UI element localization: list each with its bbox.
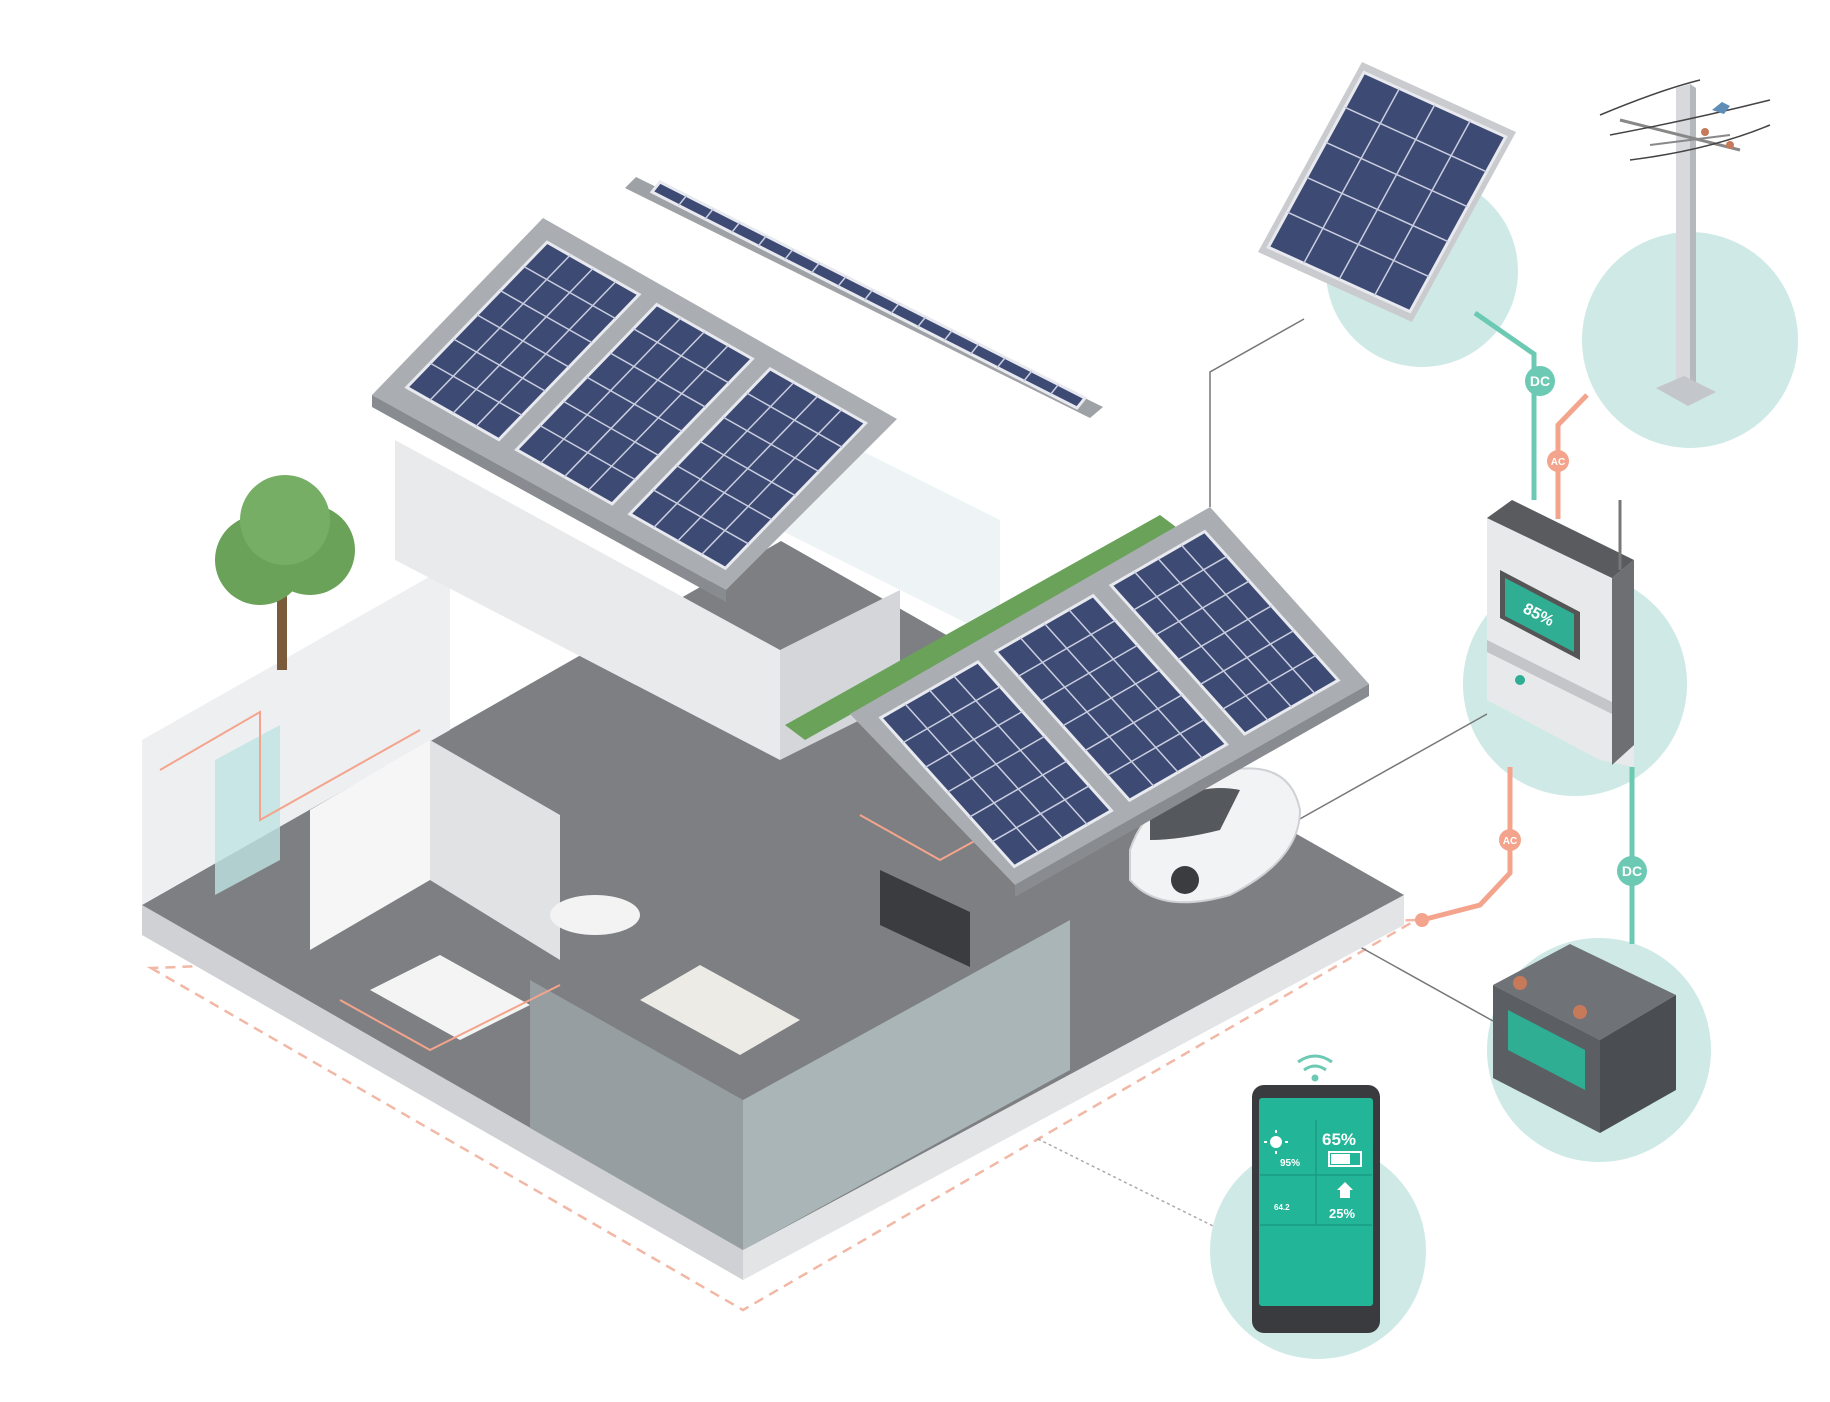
- wifi-icon: [1297, 1054, 1333, 1082]
- ac-label-text: AC: [1551, 457, 1565, 468]
- solar-panel: [1266, 70, 1508, 314]
- glass-wall-front: [530, 980, 743, 1250]
- floor-slab-left: [142, 905, 743, 1280]
- floor-slab-right: [743, 895, 1404, 1280]
- solar-panel: [993, 593, 1230, 803]
- upper-floor-wall: [395, 440, 780, 760]
- bathroom-shower: [215, 725, 280, 895]
- wiring: [339, 984, 561, 1052]
- solar-panel: [404, 240, 642, 442]
- tv: [880, 870, 970, 967]
- dc-line-solar: [1473, 310, 1537, 500]
- phone-meter-value: 64.2: [1274, 1203, 1290, 1212]
- dc-label-text: DC: [1622, 863, 1642, 879]
- solar-panel: [878, 660, 1114, 869]
- carport-roof-edge: [1015, 684, 1369, 897]
- home-icon: [1337, 1182, 1353, 1198]
- ac-line-grid: [1555, 393, 1589, 519]
- planter: [785, 515, 1180, 740]
- dining-table: [550, 895, 640, 935]
- battery-level-icon: [1328, 1151, 1362, 1167]
- sofa: [640, 965, 800, 1055]
- inverter-icon: 85%: [1487, 500, 1634, 767]
- smartphone-icon: 95% 65% 64.2 25%: [1252, 1054, 1380, 1333]
- tree-icon: [215, 475, 355, 670]
- ac-junction: [1415, 913, 1429, 927]
- dc-label-top: DC: [1525, 366, 1555, 396]
- solar-panel-icon: [1258, 62, 1516, 322]
- solar-panel: [627, 366, 869, 571]
- phone-battery-value: 65%: [1322, 1130, 1356, 1149]
- phone-home-value: 25%: [1329, 1206, 1355, 1221]
- solar-panel: [1108, 529, 1341, 736]
- dc-label-bottom: DC: [1617, 856, 1647, 886]
- utility-pole-icon: [1599, 79, 1771, 406]
- dc-label-text: DC: [1530, 373, 1550, 389]
- solar-panel: [649, 180, 1088, 410]
- ac-label-bottom: AC: [1499, 829, 1521, 851]
- phone-solar-value: 95%: [1280, 1158, 1300, 1169]
- connector-line: [1209, 318, 1305, 507]
- interior-wall: [430, 740, 560, 960]
- connector-line: [1297, 713, 1488, 821]
- wiring: [159, 710, 421, 822]
- ac-label-text: AC: [1503, 836, 1517, 847]
- ac-label-top: AC: [1547, 450, 1569, 472]
- house: [142, 340, 1404, 1280]
- solar-panel: [514, 302, 755, 506]
- main-roof-edge: [372, 395, 726, 602]
- battery-icon: [1493, 944, 1676, 1133]
- sun-icon: [1264, 1130, 1288, 1154]
- wireless-link-line: [1037, 1138, 1216, 1228]
- interior-wall: [310, 740, 430, 950]
- ac-line-house: [1421, 767, 1513, 923]
- kitchen-counter: [370, 955, 530, 1040]
- bird-icon: [1712, 102, 1730, 114]
- glass-wall-right: [743, 920, 1070, 1250]
